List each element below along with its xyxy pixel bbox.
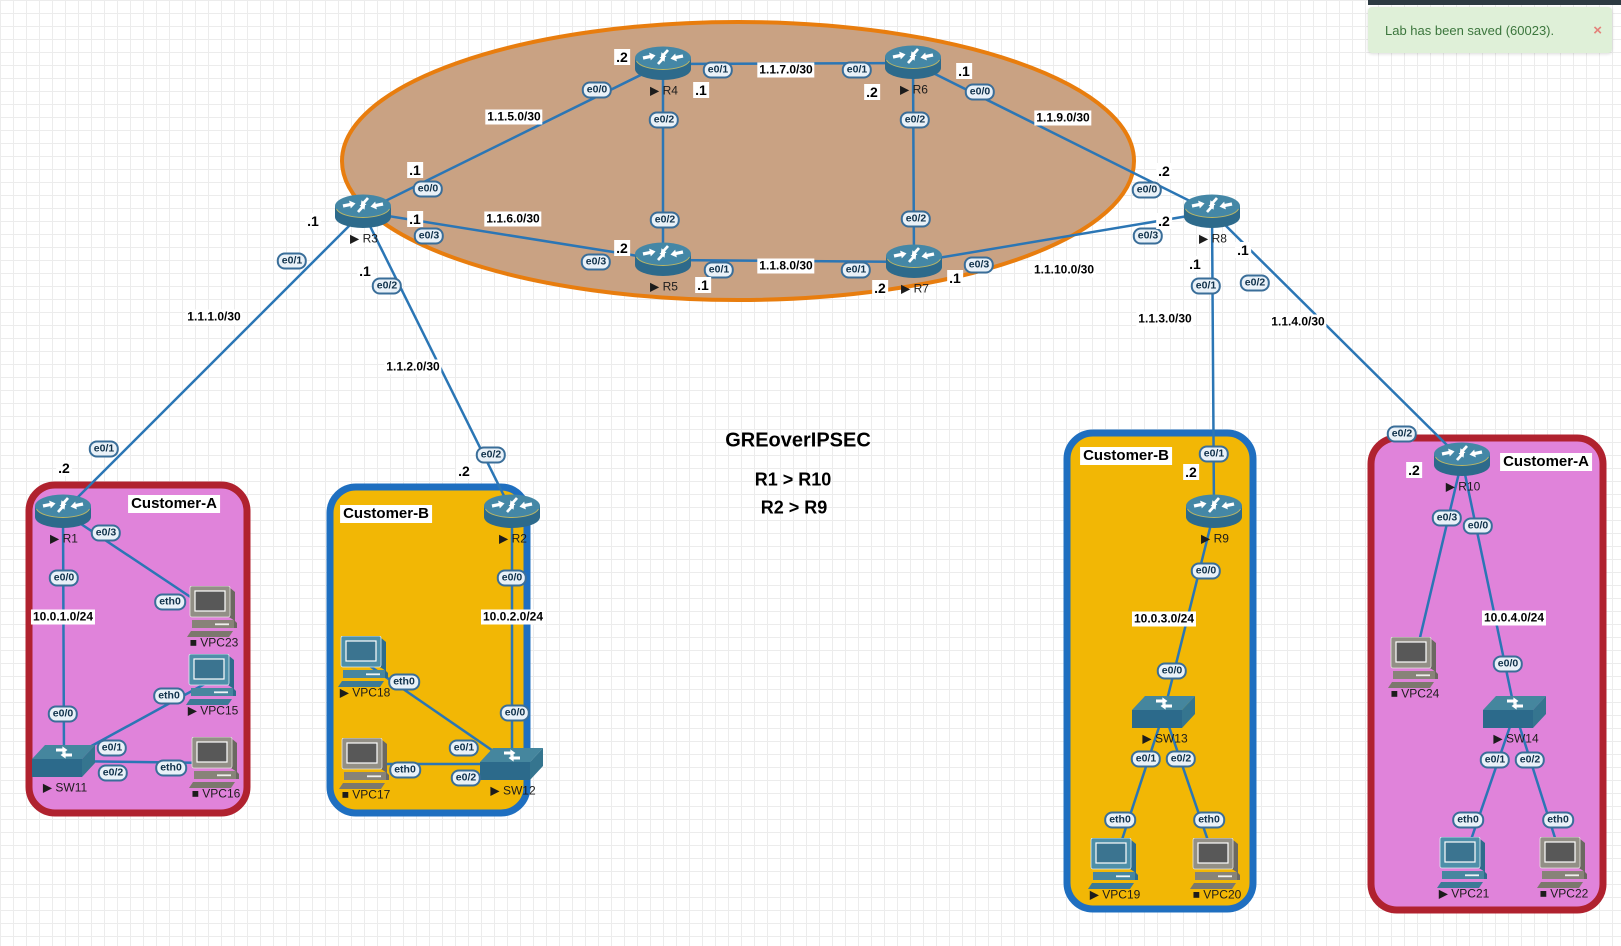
toast-message: Lab has been saved (60023).: [1385, 22, 1555, 38]
group-customer-a-right[interactable]: [1367, 434, 1607, 914]
node-R2[interactable]: [483, 494, 541, 529]
link-R6-R7[interactable]: [911, 61, 916, 264]
node-R8[interactable]: [1183, 194, 1241, 229]
node-R10[interactable]: [1433, 442, 1491, 477]
node-SW13[interactable]: [1132, 696, 1195, 728]
node-SW11-icon: [32, 745, 95, 777]
node-SW13-icon: [1132, 696, 1195, 728]
node-R7-icon: [885, 244, 943, 279]
node-SW11[interactable]: [32, 745, 95, 777]
node-SW12[interactable]: [480, 748, 543, 780]
annotation-line1[interactable]: R1 > R10: [754, 469, 832, 490]
node-R1[interactable]: [34, 494, 92, 529]
toast-notification: Lab has been saved (60023). ×: [1368, 7, 1612, 53]
link-R1-SW11[interactable]: [61, 510, 66, 763]
node-R4[interactable]: [634, 46, 692, 81]
node-SW14-icon: [1483, 696, 1546, 728]
node-R5[interactable]: [634, 242, 692, 277]
annotation-title[interactable]: GREoverIPSEC: [725, 429, 871, 452]
group-customer-a-left[interactable]: [25, 481, 251, 817]
node-R3-icon: [334, 194, 392, 229]
node-R1-icon: [34, 494, 92, 529]
node-R2-icon: [483, 494, 541, 529]
link-R8-R10[interactable]: [1210, 210, 1464, 462]
node-SW14[interactable]: [1483, 696, 1546, 728]
node-R10-icon: [1433, 442, 1491, 477]
node-R4-icon: [634, 46, 692, 81]
toast-close-icon[interactable]: ×: [1593, 21, 1602, 39]
node-R9-icon: [1185, 494, 1243, 529]
node-R8-icon: [1183, 194, 1241, 229]
node-R6-icon: [884, 45, 942, 80]
link-R4-R6[interactable]: [661, 61, 915, 66]
annotation-line2[interactable]: R2 > R9: [760, 497, 828, 518]
node-R3[interactable]: [334, 194, 392, 229]
link-R1-VPC23[interactable]: [61, 510, 215, 614]
topbar-fragment: [1368, 0, 1621, 5]
link-R10-VPC24[interactable]: [1412, 458, 1464, 665]
node-R9[interactable]: [1185, 494, 1243, 529]
node-R5-icon: [634, 242, 692, 277]
node-SW12-icon: [480, 748, 543, 780]
group-customer-b-left[interactable]: [326, 483, 531, 817]
core-cloud-shape[interactable]: [340, 20, 1136, 302]
node-R6[interactable]: [884, 45, 942, 80]
node-R7[interactable]: [885, 244, 943, 279]
link-R3-R1[interactable]: [61, 210, 365, 514]
